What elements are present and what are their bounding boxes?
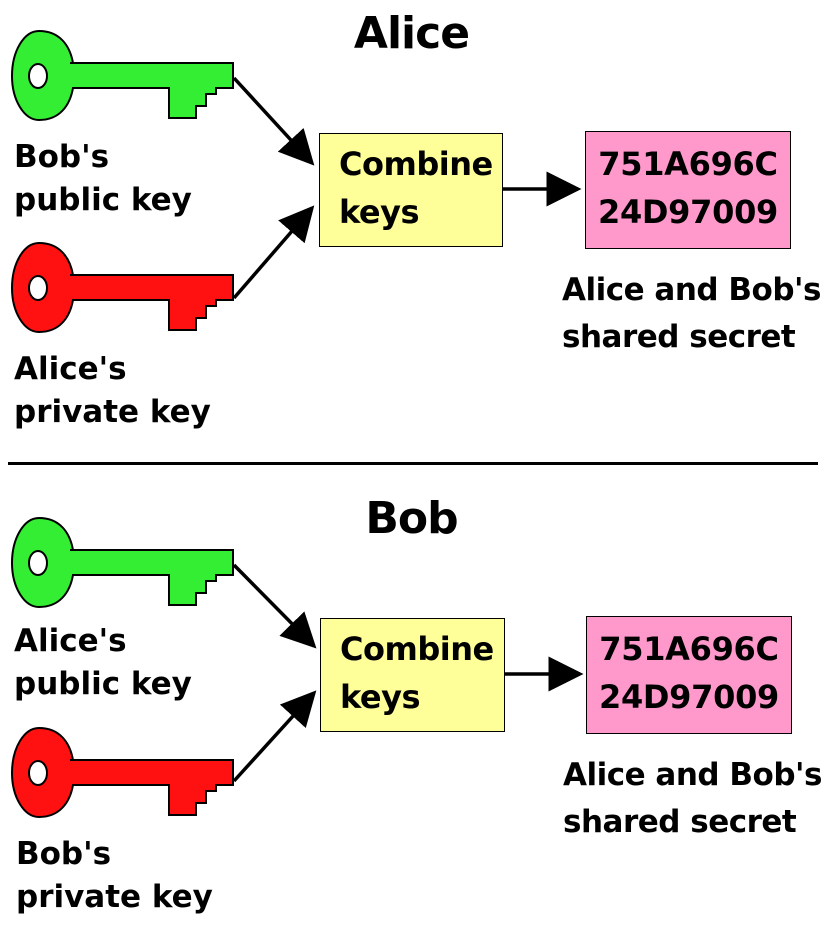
public-key-icon: [10, 29, 234, 122]
shared-secret-label: Alice and Bob's shared secret: [563, 757, 822, 840]
private-key-label: Alice's private key: [14, 351, 211, 430]
panel-title: Alice: [353, 8, 470, 59]
shared-secret-label: Alice and Bob's shared secret: [562, 272, 821, 355]
arrow-public-to-combine: [232, 563, 317, 649]
combine-keys-box: Combine keys: [319, 133, 503, 247]
shared-secret-box: 751A696C 24D97009: [585, 131, 791, 249]
arrow-public-to-combine: [232, 76, 315, 166]
panel-title: Bob: [365, 493, 458, 544]
private-key-icon: [10, 241, 234, 334]
public-key-icon: [10, 516, 234, 609]
public-key-label: Bob's public key: [14, 139, 192, 218]
panel-divider: [8, 462, 818, 465]
arrow-private-to-combine: [232, 205, 315, 300]
public-key-label: Alice's public key: [14, 623, 192, 702]
shared-secret-box: 751A696C 24D97009: [586, 616, 792, 734]
arrow-private-to-combine: [232, 690, 317, 783]
private-key-icon: [10, 726, 234, 819]
private-key-label: Bob's private key: [16, 836, 213, 915]
combine-keys-box: Combine keys: [320, 618, 505, 732]
